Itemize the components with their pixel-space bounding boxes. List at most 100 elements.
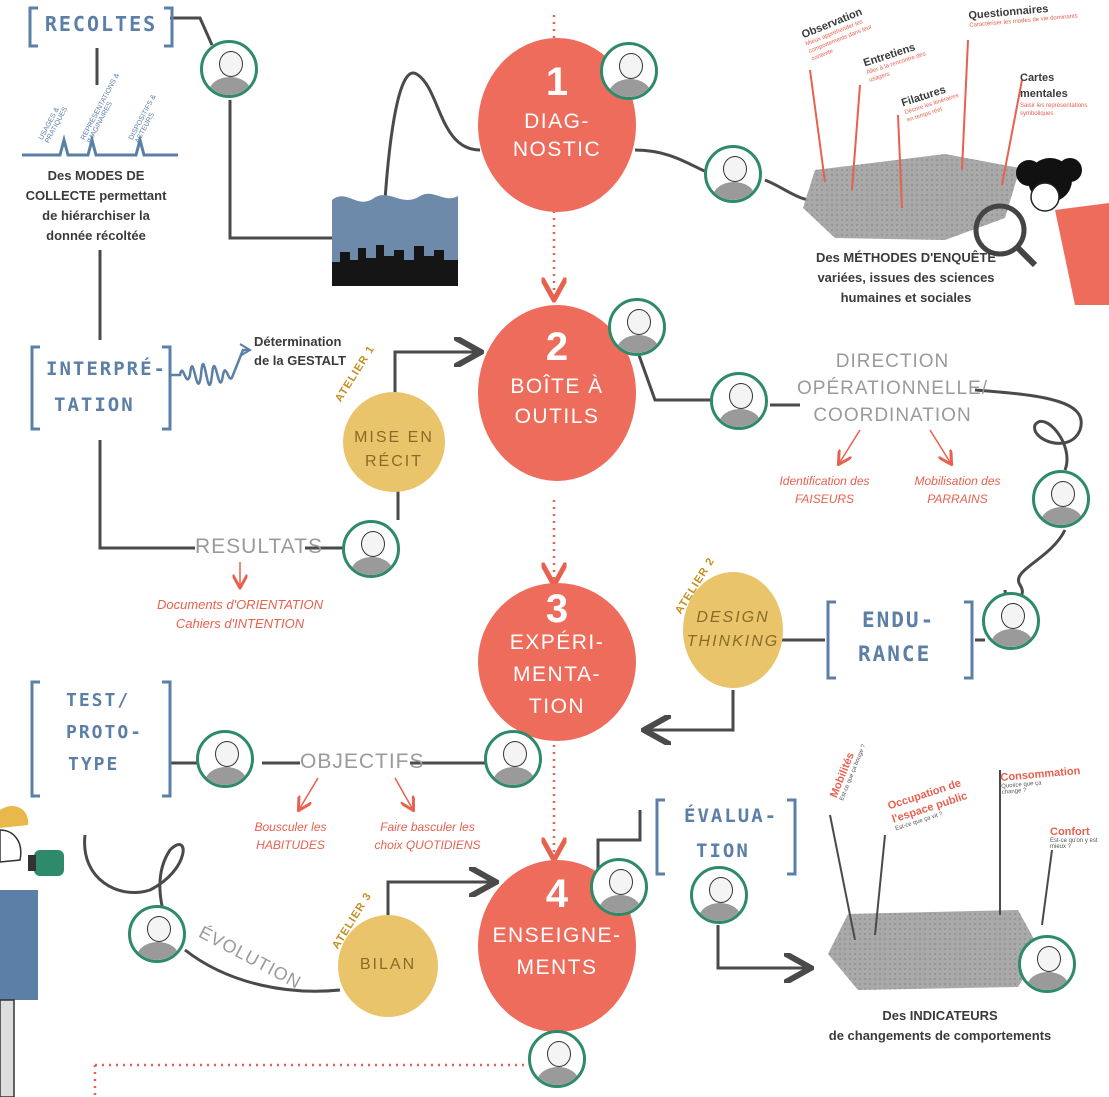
methods-caption-line-3: humaines et sociales xyxy=(840,290,972,305)
portrait-icon xyxy=(200,40,258,98)
step-2-number: 2 xyxy=(545,325,569,369)
atelier-1-label-line-2: RÉCIT xyxy=(365,453,423,470)
documents-caption: Documents d'ORIENTATION Cahiers d'INTENT… xyxy=(130,595,350,633)
parrains-line-1: Mobilisation des xyxy=(914,474,1001,488)
recoltes-caption-line-2: COLLECTE permettant xyxy=(25,188,167,203)
portrait-icon xyxy=(128,905,186,963)
test-line-2: PROTO- xyxy=(66,722,144,743)
atelier-2-circle: DESIGN THINKING xyxy=(683,572,783,688)
atelier-3-circle: BILAN xyxy=(338,915,438,1017)
recoltes-caption-line-4: donnée récoltée xyxy=(46,228,146,243)
atelier-3-label-line-1: BILAN xyxy=(359,956,417,973)
indicators-line-1: Des INDICATEURS xyxy=(882,1008,998,1023)
indicators-line-2: de changements de comportements xyxy=(828,1028,1052,1043)
atelier-2-label-line-2: THINKING xyxy=(686,633,780,650)
quotidiens-line-1: Faire basculer les xyxy=(380,820,475,834)
portrait-icon xyxy=(342,520,400,578)
method-5-title: Cartes mentales xyxy=(1020,72,1068,100)
faiseurs-line-2: FAISEURS xyxy=(794,492,855,506)
indicator-4: Confort Est-ce qu'on y est mieux ? xyxy=(1050,826,1105,850)
atelier-2-label-line-1: DESIGN xyxy=(696,609,770,626)
quotidiens-line-2: choix QUOTIDIENS xyxy=(374,838,481,852)
recoltes-title: RECOLTES xyxy=(44,12,158,36)
methods-caption: Des MÉTHODES D'ENQUÊTE variées, issues d… xyxy=(786,248,1026,308)
endurance-line-2: RANCE xyxy=(858,642,932,666)
direction-line-3: COORDINATION xyxy=(813,405,972,426)
endurance-line-1: ENDU- xyxy=(862,608,936,632)
habitudes-line-1: Bousculer les xyxy=(254,820,327,834)
method-5-desc: Saisir les représentations symboliques xyxy=(1020,103,1088,117)
interpretation-title-line-1: INTERPRÉ- xyxy=(46,358,167,380)
portrait-icon xyxy=(710,372,768,430)
recoltes-caption-line-1: Des MODES DE xyxy=(47,168,145,183)
objectifs-label: OBJECTIFS xyxy=(300,750,425,773)
indicators-slab-icon xyxy=(828,910,1040,990)
portrait-icon xyxy=(1032,470,1090,528)
gestalt-caption: Détermination de la GESTALT xyxy=(254,332,346,370)
step-4-circle: 4 ENSEIGNE- MENTS xyxy=(478,860,636,1032)
habitudes-line-2: HABITUDES xyxy=(256,838,325,852)
evaluation-line-1: ÉVALUA- xyxy=(684,805,779,827)
documents-line-1: Documents d'ORIENTATION xyxy=(157,597,323,612)
step-1-label-line-2: NOSTIC xyxy=(512,138,602,161)
step-3-label-line-2: MENTA- xyxy=(513,663,601,686)
step-4-number: 4 xyxy=(545,872,569,916)
test-brackets xyxy=(30,680,172,798)
methods-slab-icon xyxy=(803,154,1020,240)
recoltes-brackets xyxy=(28,6,174,48)
portrait-icon xyxy=(600,42,658,100)
atelier-1-label-line-1: MISE EN xyxy=(354,429,434,446)
step-1-label-line-1: DIAG- xyxy=(524,110,590,133)
evaluation-line-2: TION xyxy=(696,840,750,862)
portrait-icon xyxy=(528,1030,586,1088)
interpretation-brackets xyxy=(30,345,172,431)
magnifier-woman-icon xyxy=(973,158,1109,305)
step-4-label-line-2: MENTS xyxy=(516,956,598,979)
portrait-icon xyxy=(608,298,666,356)
step-3-number: 3 xyxy=(545,587,569,631)
direction-line-2: OPÉRATIONNELLE/ xyxy=(797,378,988,399)
indicator-4-desc: Est-ce qu'on y est mieux ? xyxy=(1050,838,1098,850)
step-2-label-line-2: OUTILS xyxy=(514,405,600,428)
habitudes-caption: Bousculer les HABITUDES xyxy=(228,818,353,854)
portrait-icon xyxy=(982,592,1040,650)
interpretation-title-line-2: TATION xyxy=(54,394,135,416)
portrait-icon xyxy=(590,858,648,916)
direction-title: DIRECTION OPÉRATIONNELLE/ COORDINATION xyxy=(795,348,990,429)
indicators-caption: Des INDICATEURS de changements de compor… xyxy=(800,1006,1080,1046)
method-5: Cartes mentales Saisir les représentatio… xyxy=(1020,70,1092,118)
methods-caption-line-1: Des MÉTHODES D'ENQUÊTE xyxy=(815,250,997,265)
step-2-label-line-1: BOÎTE À xyxy=(510,375,604,398)
gestalt-line-1: Détermination xyxy=(254,334,342,349)
portrait-icon xyxy=(690,866,748,924)
indicator-4-title: Confort xyxy=(1050,826,1090,838)
recoltes-caption: Des MODES DE COLLECTE permettant de hiér… xyxy=(6,166,186,246)
documents-line-2: Cahiers d'INTENTION xyxy=(175,616,305,631)
step-4-label-line-1: ENSEIGNE- xyxy=(492,924,622,947)
indicator-sticks xyxy=(829,770,1053,940)
gestalt-line-2: de la GESTALT xyxy=(254,353,346,368)
megaphone-man-icon xyxy=(0,805,64,1097)
test-line-3: TYPE xyxy=(68,754,120,775)
test-line-1: TEST/ xyxy=(66,690,131,711)
direction-line-1: DIRECTION xyxy=(835,351,950,372)
quotidiens-caption: Faire basculer les choix QUOTIDIENS xyxy=(355,818,500,854)
endurance-brackets xyxy=(826,600,974,680)
portrait-icon xyxy=(196,730,254,788)
portrait-icon xyxy=(1018,935,1076,993)
step-3-circle: 3 EXPÉRI- MENTA- TION xyxy=(478,583,636,741)
faiseurs-line-1: Identification des xyxy=(779,474,870,488)
parrains-caption: Mobilisation des PARRAINS xyxy=(895,472,1020,508)
evaluation-brackets xyxy=(655,798,797,876)
step-3-label-line-1: EXPÉRI- xyxy=(509,631,605,654)
portrait-icon xyxy=(704,145,762,203)
step-3-label-line-3: TION xyxy=(528,695,586,718)
portrait-icon xyxy=(484,730,542,788)
step-1-number: 1 xyxy=(545,60,569,104)
methods-caption-line-2: variées, issues des sciences xyxy=(817,270,995,285)
faiseurs-caption: Identification des FAISEURS xyxy=(762,472,887,508)
resultats-label: RESULTATS xyxy=(195,535,324,558)
recoltes-caption-line-3: de hiérarchiser la xyxy=(42,208,150,223)
